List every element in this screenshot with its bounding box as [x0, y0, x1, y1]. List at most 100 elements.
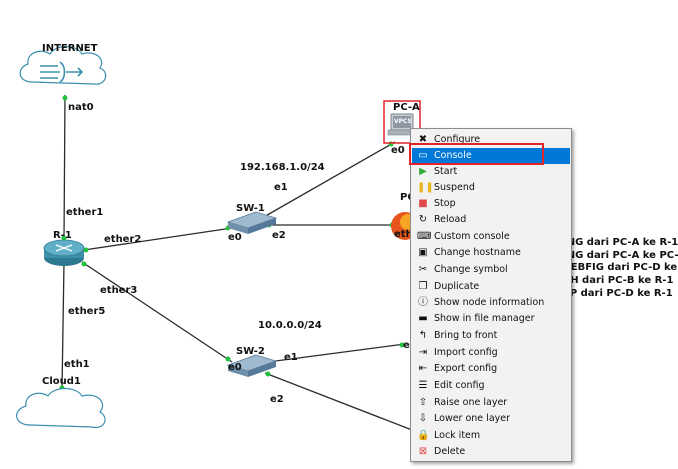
delete-icon: ⊠ [418, 446, 428, 457]
reload-icon: ↻ [418, 214, 428, 225]
menu-lower-one-layer[interactable]: ⇩ Lower one layer [412, 411, 570, 427]
symbol-icon: ✂ [418, 264, 428, 275]
sw1-label: SW-1 [236, 203, 265, 214]
menu-item-label: Console [434, 150, 472, 161]
internet-cloud-icon[interactable] [19, 45, 107, 85]
sw1-e2-port-label: e2 [272, 230, 286, 241]
play-icon: ▶ [419, 166, 427, 177]
link-sw1-pca[interactable] [261, 141, 396, 219]
edit-config-icon: ☰ [418, 380, 428, 391]
ether3-port-label: ether3 [100, 285, 138, 296]
sw2-e2-port-label: e2 [270, 394, 284, 405]
cloud1-icon[interactable] [16, 387, 106, 429]
vpcs-pca-icon[interactable] [383, 100, 421, 144]
pca-label: PC-A [393, 102, 420, 113]
link-sw2-pcd[interactable] [264, 372, 413, 431]
sw1-e0-port-label: e0 [228, 232, 242, 243]
link-router-cloud1[interactable] [61, 261, 65, 391]
menu-change-hostname[interactable]: ▣ Change hostname [412, 245, 570, 261]
sw2-e0-port-label: e0 [228, 362, 242, 373]
pcb-label: PC [400, 192, 415, 203]
menu-configure[interactable]: ✖ Configure [412, 132, 570, 148]
note-line: TP dari PC-D ke R-1 [563, 288, 673, 299]
menu-item-label: Import config [434, 347, 498, 358]
menu-item-label: Reload [434, 214, 467, 225]
menu-delete[interactable]: ⊠ Delete [412, 444, 570, 460]
subnet-192-label: 192.168.1.0/24 [240, 162, 325, 173]
pcb-eth-port-label: eth [394, 229, 413, 240]
link-router-sw2[interactable] [81, 261, 233, 363]
internet-label: INTERNET [42, 43, 98, 54]
menu-suspend[interactable]: ❚❚ Suspend [412, 180, 570, 196]
link-sw2-pc[interactable] [267, 343, 406, 363]
menu-item-label: Custom console [434, 231, 510, 242]
port-dot [399, 342, 405, 348]
port-dot [265, 371, 271, 377]
pc-e0-port-label: e0 [403, 340, 417, 351]
menu-item-label: Lower one layer [434, 413, 511, 424]
menu-item-label: Delete [434, 446, 466, 457]
menu-duplicate[interactable]: ❐ Duplicate [412, 279, 570, 295]
sw2-e1-port-label: e1 [284, 352, 298, 363]
port-dot [81, 261, 87, 267]
wrench-icon: ✖ [418, 134, 428, 145]
menu-show-in-file-manager[interactable]: ▬ Show in file manager [412, 311, 570, 327]
router-label: R-1 [53, 230, 72, 241]
menu-raise-one-layer[interactable]: ⇧ Raise one layer [412, 395, 570, 411]
links [61, 94, 413, 431]
menu-console[interactable]: ▭ Console [412, 148, 570, 164]
pause-icon: ❚❚ [417, 182, 434, 193]
stop-icon: ■ [418, 198, 428, 209]
bring-front-icon: ↰ [418, 330, 428, 341]
vpcs-badge: VPCS [394, 118, 412, 125]
note-line: SH dari PC-B ke R-1 [563, 275, 674, 286]
menu-item-label: Bring to front [434, 330, 498, 341]
menu-item-label: Show in file manager [434, 313, 535, 324]
router-icon[interactable] [43, 239, 85, 266]
raise-layer-icon: ⇧ [418, 397, 428, 408]
menu-bring-to-front[interactable]: ↰ Bring to front [412, 328, 570, 344]
subnet-10-label: 10.0.0.0/24 [258, 320, 322, 331]
menu-start[interactable]: ▶ Start [412, 164, 570, 180]
lock-icon: 🔒 [417, 430, 430, 441]
menu-show-node-information[interactable]: ⓘ Show node information [412, 295, 570, 311]
lower-layer-icon: ⇩ [418, 413, 428, 424]
note-line: ING dari PC-A ke PC-D [563, 250, 678, 261]
menu-lock-item[interactable]: 🔒 Lock item [412, 428, 570, 444]
port-dot [83, 247, 89, 253]
info-icon: ⓘ [418, 297, 428, 308]
menu-import-config[interactable]: ⇥ Import config [412, 345, 570, 361]
menu-item-label: Start [434, 166, 458, 177]
menu-item-label: Change symbol [434, 264, 508, 275]
ether1-port-label: ether1 [66, 207, 104, 218]
link-internet-router[interactable] [63, 94, 66, 241]
menu-item-label: Show node information [434, 297, 545, 308]
menu-item-label: Configure [434, 134, 481, 145]
nat0-port-label: nat0 [68, 102, 94, 113]
switch-sw1-icon[interactable] [226, 211, 278, 234]
duplicate-icon: ❐ [418, 281, 428, 292]
menu-reload[interactable]: ↻ Reload [412, 212, 570, 228]
eth1-port-label: eth1 [64, 359, 90, 370]
menu-item-label: Lock item [434, 430, 481, 441]
menu-item-label: Export config [434, 363, 498, 374]
menu-item-label: Raise one layer [434, 397, 508, 408]
sw2-label: SW-2 [236, 346, 265, 357]
menu-item-label: Stop [434, 198, 456, 209]
import-icon: ⇥ [418, 347, 428, 358]
link-router-sw1[interactable] [83, 227, 233, 251]
export-icon: ⇤ [418, 363, 428, 374]
port-dot [61, 235, 67, 241]
menu-change-symbol[interactable]: ✂ Change symbol [412, 262, 570, 278]
console-highlight-box [409, 143, 544, 165]
menu-custom-console[interactable]: ⌨ Custom console [412, 229, 570, 245]
cloud1-label: Cloud1 [42, 376, 81, 387]
menu-stop[interactable]: ■ Stop [412, 196, 570, 212]
menu-item-label: Duplicate [434, 281, 480, 292]
switch-sw2-icon[interactable] [226, 354, 278, 377]
menu-export-config[interactable]: ⇤ Export config [412, 361, 570, 377]
menu-edit-config[interactable]: ☰ Edit config [412, 378, 570, 394]
folder-icon: ▬ [418, 313, 428, 324]
menu-item-label: Edit config [434, 380, 485, 391]
